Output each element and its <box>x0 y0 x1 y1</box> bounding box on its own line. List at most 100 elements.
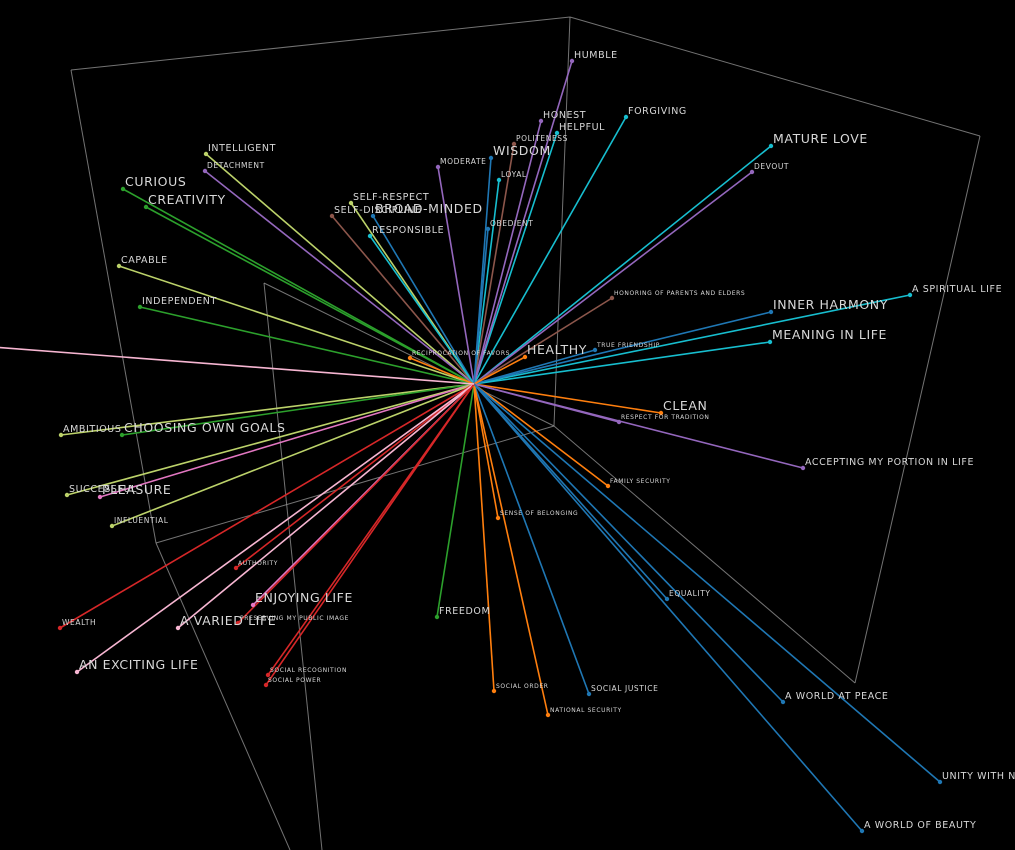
point-social-justice[interactable] <box>586 691 592 697</box>
point-a-world-of-beauty[interactable] <box>859 828 865 834</box>
vector-humble <box>473 60 573 385</box>
point-a-spiritual-life[interactable] <box>907 292 913 298</box>
label-forgiving: FORGIVING <box>628 106 687 117</box>
point-capable[interactable] <box>116 263 122 269</box>
point-wealth[interactable] <box>57 625 63 631</box>
point-clean[interactable] <box>658 410 664 416</box>
point-broad-minded[interactable] <box>370 213 376 219</box>
point-authority[interactable] <box>233 565 239 571</box>
label-independent: INDEPENDENT <box>142 296 217 307</box>
label-ambitious: AMBITIOUS <box>63 424 121 435</box>
vector-forgiving <box>473 116 627 385</box>
point-self-discipline[interactable] <box>329 213 335 219</box>
vector-an-exciting-life <box>76 383 475 673</box>
point-national-security[interactable] <box>545 712 551 718</box>
point-inner-harmony[interactable] <box>768 309 774 315</box>
point-sense-of-belonging[interactable] <box>495 515 501 521</box>
point-detachment[interactable] <box>202 168 208 174</box>
point-social-order[interactable] <box>491 688 497 694</box>
point-mature-love[interactable] <box>768 143 774 149</box>
point-devout[interactable] <box>749 169 755 175</box>
vector-detachment <box>204 170 475 385</box>
point-influential[interactable] <box>109 523 115 529</box>
vector-a-spiritual-life <box>473 294 911 385</box>
point-self-respect[interactable] <box>348 200 354 206</box>
label-devout: DEVOUT <box>754 162 789 171</box>
point-freedom[interactable] <box>434 614 440 620</box>
label-capable: CAPABLE <box>121 255 168 266</box>
point-creativity[interactable] <box>143 204 149 210</box>
vector-independent <box>139 306 475 385</box>
vector-lines <box>0 60 941 832</box>
box-edge-2 <box>70 69 157 544</box>
point-a-varied-life[interactable] <box>175 625 181 631</box>
point-social-power[interactable] <box>263 682 269 688</box>
point-wisdom[interactable] <box>488 155 494 161</box>
label-politeness: POLITENESS <box>516 134 568 143</box>
point-forgiving[interactable] <box>623 114 629 120</box>
point-honest[interactable] <box>538 118 544 124</box>
point-enjoying-life[interactable] <box>250 602 256 608</box>
point-unity-with-nature[interactable] <box>937 779 943 785</box>
point-independent[interactable] <box>137 304 143 310</box>
vector-unlabeled-54 <box>0 346 475 385</box>
point-meaning-in-life[interactable] <box>767 339 773 345</box>
point-an-exciting-life[interactable] <box>74 669 80 675</box>
label-choosing-own-goals: CHOOSING OWN GOALS <box>124 420 286 435</box>
point-preserving-my-public-image[interactable] <box>235 620 241 626</box>
vector-ambitious <box>60 383 475 436</box>
point-respect-for-tradition[interactable] <box>616 419 622 425</box>
vector-responsible <box>369 235 475 385</box>
point-reciprocation-of-favors[interactable] <box>407 355 413 361</box>
label-pleasure: PLEASURE <box>102 482 171 497</box>
point-a-world-at-peace[interactable] <box>780 699 786 705</box>
label-family-security: FAMILY SECURITY <box>610 478 671 485</box>
vector-moderate <box>437 166 475 385</box>
point-true-friendship[interactable] <box>592 347 598 353</box>
box-edge-4 <box>263 282 555 427</box>
label-social-justice: SOCIAL JUSTICE <box>591 684 658 693</box>
label-successful: SUCCESSFUL <box>69 484 137 495</box>
vector-curious <box>122 188 475 385</box>
vector-preserving-my-public-image <box>237 383 475 624</box>
label-accepting-my-portion-in-life: ACCEPTING MY PORTION IN LIFE <box>805 457 974 468</box>
point-choosing-own-goals[interactable] <box>119 432 125 438</box>
point-equality[interactable] <box>664 596 670 602</box>
point-pleasure[interactable] <box>97 494 103 500</box>
label-a-varied-life: A VARIED LIFE <box>180 613 276 628</box>
label-an-exciting-life: AN EXCITING LIFE <box>79 657 199 672</box>
point-intelligent[interactable] <box>203 151 209 157</box>
point-healthy[interactable] <box>522 354 528 360</box>
point-ambitious[interactable] <box>58 432 64 438</box>
vector-devout <box>473 171 753 385</box>
vector-creativity <box>145 206 475 385</box>
box-edge-1 <box>569 16 981 137</box>
label-true-friendship: TRUE FRIENDSHIP <box>596 342 660 349</box>
label-clean: CLEAN <box>663 398 708 413</box>
point-moderate[interactable] <box>435 164 441 170</box>
point-responsible[interactable] <box>367 233 373 239</box>
point-humble[interactable] <box>569 58 575 64</box>
label-moderate: MODERATE <box>440 157 486 166</box>
point-politeness[interactable] <box>511 141 517 147</box>
vector-self-discipline <box>331 215 475 385</box>
point-social-recognition[interactable] <box>265 672 271 678</box>
point-loyal[interactable] <box>496 177 502 183</box>
label-creativity: CREATIVITY <box>148 192 226 207</box>
point-successful[interactable] <box>64 492 70 498</box>
label-obedient: OBEDIENT <box>490 219 534 228</box>
point-markers <box>57 58 943 834</box>
point-helpful[interactable] <box>554 130 560 136</box>
vector-family-security <box>473 383 609 487</box>
label-mature-love: MATURE LOVE <box>773 131 868 146</box>
label-honoring-of-parents-and-elders: HONORING OF PARENTS AND ELDERS <box>614 290 745 297</box>
point-accepting-my-portion-in-life[interactable] <box>800 465 806 471</box>
point-honoring-of-parents-and-elders[interactable] <box>609 295 615 301</box>
point-curious[interactable] <box>120 186 126 192</box>
box-edge-9 <box>553 16 571 427</box>
point-family-security[interactable] <box>605 483 611 489</box>
vector-a-world-of-beauty <box>473 383 863 832</box>
label-influential: INFLUENTIAL <box>114 516 169 525</box>
point-obedient[interactable] <box>485 226 491 232</box>
